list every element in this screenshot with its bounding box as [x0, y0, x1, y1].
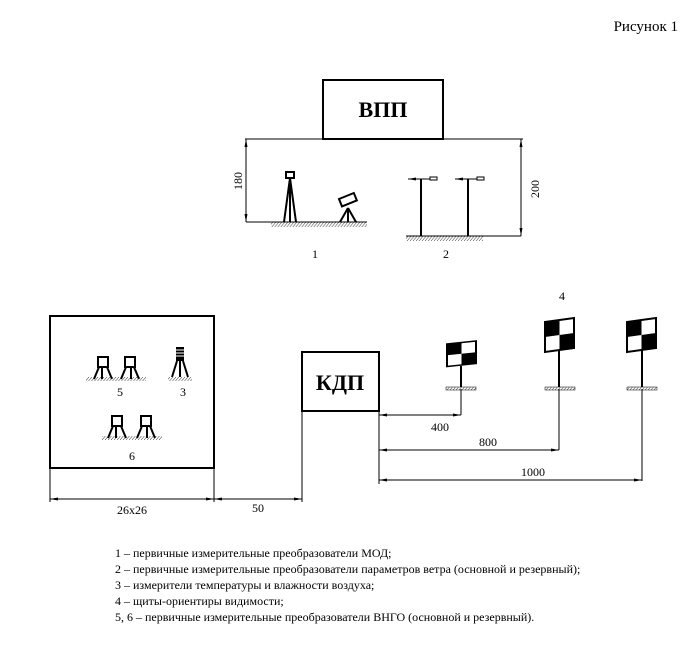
ngo-sensor-reserve-icon [136, 415, 156, 439]
visibility-sensor-2-icon [337, 191, 359, 223]
dimension-800-label: 800 [479, 435, 497, 449]
ngo-sensor-reserve-icon [107, 415, 127, 439]
control-point-label: КДП [316, 370, 364, 395]
label-5: 5 [117, 385, 123, 399]
dimension-50-label: 50 [252, 501, 264, 515]
legend-item: 2 – первичные измерительные преобразоват… [115, 562, 581, 576]
visibility-shield-1000-icon [626, 317, 658, 391]
thermometer-icon [168, 347, 192, 381]
legend-item: 3 – измерители температуры и влажности в… [115, 578, 375, 592]
control-point-box [301, 351, 380, 412]
label-2: 2 [443, 247, 449, 261]
wind-sensor-icon [408, 176, 438, 236]
dimension-200-label: 200 [528, 180, 542, 198]
meteo-site-box [49, 315, 215, 469]
wind-sensor-reserve-icon [455, 176, 485, 236]
dimension-400-label: 400 [431, 420, 449, 434]
visibility-shield-800-icon [544, 317, 576, 391]
dimension-1000-label: 1000 [521, 465, 545, 479]
label-4: 4 [559, 289, 565, 303]
ngo-sensor-icon [93, 356, 113, 380]
legend-item: 5, 6 – первичные измерительные преобразо… [115, 610, 535, 624]
runway-label: ВПП [359, 97, 408, 122]
label-6: 6 [129, 449, 135, 463]
ngo-sensor-icon [120, 356, 140, 380]
legend-item: 1 – первичные измерительные преобразоват… [115, 546, 392, 560]
figure-label: Рисунок 1 [614, 19, 678, 35]
dimension-180-label: 180 [231, 172, 245, 190]
legend-item: 4 – щиты-ориентиры видимости; [115, 594, 284, 608]
ground-hatch [271, 222, 367, 227]
label-1: 1 [312, 247, 318, 261]
legend: 1 – первичные измерительные преобразоват… [115, 545, 580, 625]
visibility-shield-400-icon [445, 340, 477, 391]
label-3: 3 [180, 385, 186, 399]
site-size-label: 26x26 [117, 503, 147, 517]
visibility-sensor-icon [283, 171, 297, 223]
